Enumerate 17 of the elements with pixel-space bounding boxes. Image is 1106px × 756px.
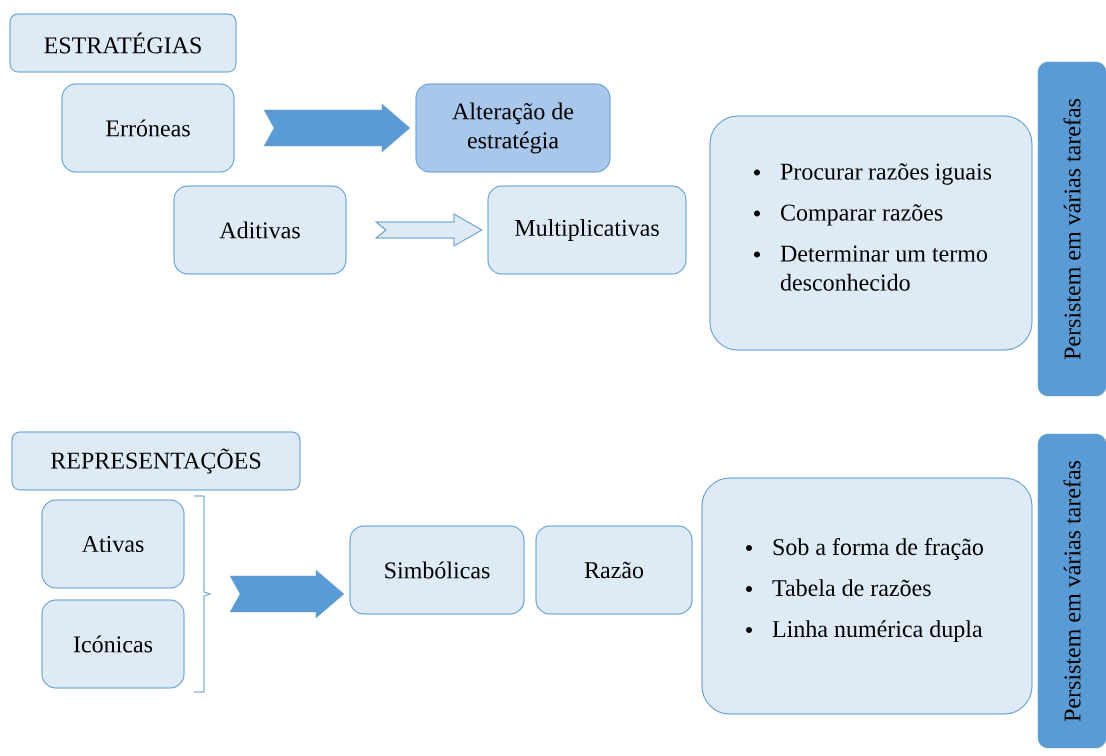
highlighted-box: Alteração de estratégia xyxy=(415,83,611,173)
category-box: Aditivas xyxy=(173,185,347,275)
side-banner: Persistem em várias tarefas xyxy=(1037,61,1106,397)
bullet-list-box: Sob a forma de fração Tabela de razões Linha numérica dupla xyxy=(701,477,1033,715)
category-box: Ativas xyxy=(41,499,185,589)
block-arrow xyxy=(375,213,483,247)
category-box: Razão xyxy=(535,525,693,615)
category-box: Simbólicas xyxy=(349,525,525,615)
section-heading: ESTRATÉGIAS xyxy=(9,13,237,73)
section-heading: REPRESENTAÇÕES xyxy=(11,431,301,491)
block-arrow xyxy=(263,103,411,153)
side-banner: Persistem em várias tarefas xyxy=(1037,433,1106,749)
category-box: Icónicas xyxy=(41,599,185,689)
category-box: Erróneas xyxy=(61,83,235,173)
category-box: Multiplicativas xyxy=(487,185,687,275)
bullet-list-box: Procurar razões iguais Comparar razões Determinar um termo desconhecido xyxy=(709,115,1033,351)
block-arrow xyxy=(229,569,345,619)
